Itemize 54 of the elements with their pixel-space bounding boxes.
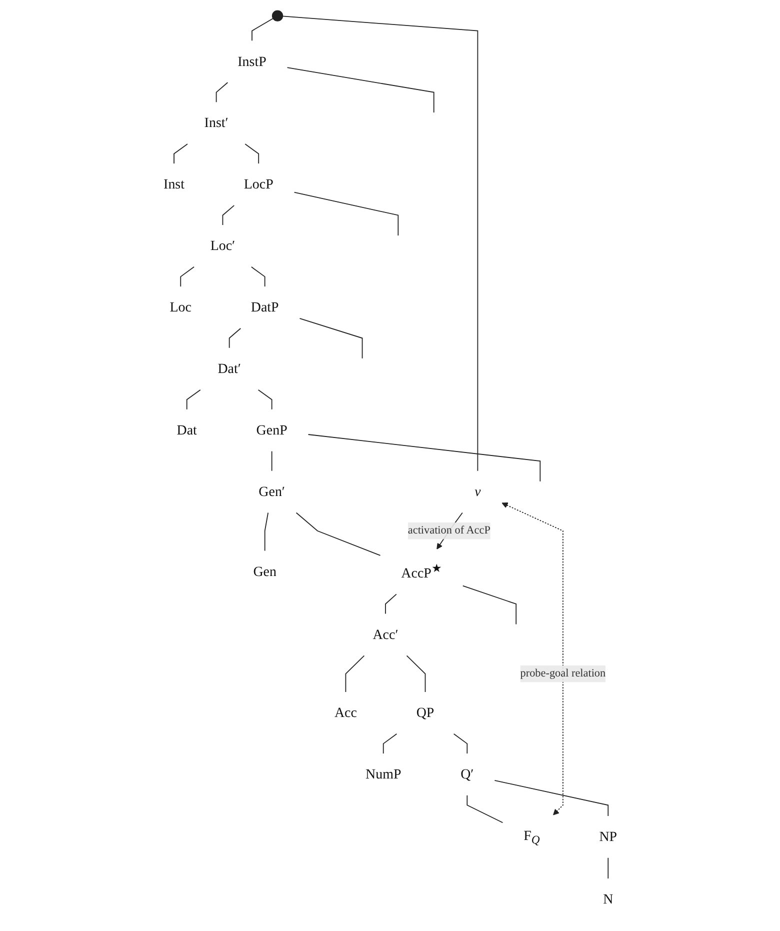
branch-line	[180, 266, 194, 287]
branch-line	[271, 450, 272, 472]
branch-line	[173, 144, 188, 164]
branch-line	[299, 318, 362, 359]
branch-line	[607, 857, 608, 879]
node-text: N	[602, 892, 613, 908]
branch-line	[453, 733, 468, 754]
node-text: F$_{Q}$	[523, 828, 540, 846]
node-text: Inst	[163, 176, 184, 192]
node-text: Q′	[460, 766, 474, 782]
node-text: NP	[598, 829, 617, 845]
edge-label: activation of AccP	[408, 524, 490, 537]
branch-line	[258, 389, 272, 410]
branch-line	[264, 512, 268, 552]
node-text: DatP	[250, 300, 278, 316]
arrow	[501, 502, 564, 816]
branch-line	[222, 205, 234, 226]
node-text: Loc	[169, 300, 192, 316]
node-text: Dat	[176, 422, 197, 438]
node-text: GenP	[256, 422, 288, 438]
node-text: Gen′	[258, 484, 285, 500]
node-text: Dat′	[217, 361, 241, 377]
node-text: InstP	[237, 54, 266, 70]
branch-line	[228, 328, 241, 348]
branch-line	[282, 16, 478, 472]
branch-line	[494, 780, 608, 816]
branch-line	[462, 585, 516, 625]
branch-line	[296, 512, 380, 556]
branch-line	[286, 67, 434, 114]
branch-line	[466, 794, 503, 824]
branch-line	[186, 389, 201, 410]
node-text: QP	[416, 705, 434, 721]
branch-line	[344, 655, 364, 692]
branch-line	[250, 266, 265, 287]
branch-line	[294, 192, 398, 236]
node-text: Acc	[334, 705, 357, 721]
branch-line	[382, 733, 397, 754]
node-text: Acc′	[372, 627, 398, 642]
node-text: AccP	[400, 566, 432, 581]
branch-line	[251, 18, 274, 42]
edge-label: probe-goal relation	[520, 668, 606, 680]
branch-line	[308, 434, 540, 482]
branch-line	[406, 655, 426, 692]
node-text: LocP	[244, 176, 274, 192]
node-text: NumP	[365, 766, 401, 782]
node-point	[272, 10, 283, 22]
node-label: ★	[431, 562, 442, 575]
node-text: Loc′	[210, 238, 235, 254]
branch-line	[244, 144, 259, 164]
node-text: Gen	[252, 564, 276, 580]
node-text: v	[474, 484, 480, 500]
branch-line	[216, 82, 228, 103]
branch-line	[384, 594, 397, 614]
node-text: Inst′	[204, 115, 228, 131]
